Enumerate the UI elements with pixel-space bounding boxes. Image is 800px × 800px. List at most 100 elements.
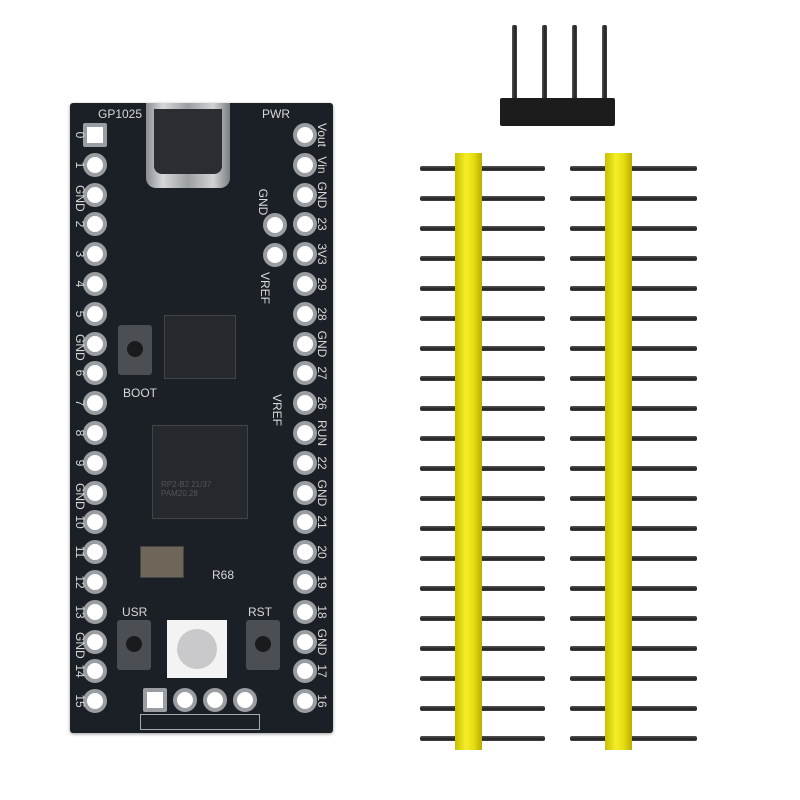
pin-hole-left [83, 391, 107, 416]
label-usr: USR [122, 605, 148, 619]
pin-label-left: GND [73, 333, 87, 361]
pin-hole-right [293, 123, 317, 147]
header-pin [570, 496, 697, 501]
pin-label-left: GND [73, 631, 87, 659]
pin-label-left: 15 [73, 694, 87, 708]
label-boot: BOOT [123, 386, 158, 400]
pin-label-left: 10 [73, 515, 87, 530]
user-button[interactable] [117, 620, 151, 670]
header-pin [570, 736, 697, 741]
bottom-pin-hole [203, 688, 227, 712]
header-pin [420, 676, 545, 681]
rgb-led [167, 620, 227, 678]
pin-hole-left [83, 361, 107, 386]
short-header-pin [512, 25, 517, 125]
pin-hole-left [83, 689, 107, 714]
pin-hole-right [293, 659, 317, 684]
header-pin [570, 586, 697, 591]
header-pin [570, 316, 697, 321]
pin-hole-right [293, 421, 317, 445]
pin-hole-right [293, 391, 317, 416]
header-pin [570, 226, 697, 231]
inner-pin-hole [263, 243, 287, 267]
pin-hole-right [293, 570, 317, 594]
label-r68: R68 [212, 568, 235, 582]
pin-hole-right [293, 599, 317, 624]
pin-hole-right [293, 540, 317, 565]
pin-hole-right [293, 242, 317, 267]
short-header-body [500, 98, 615, 126]
pin-label-left: 11 [73, 545, 87, 559]
pin-hole-left [83, 242, 107, 267]
header-pin [570, 196, 697, 201]
header-pin [570, 646, 697, 651]
pin-label-left: 8 [73, 429, 87, 437]
pin-hole-right [293, 212, 317, 237]
header-pin [420, 496, 545, 501]
header-pin [420, 226, 545, 231]
header-pin [420, 556, 545, 561]
pin-hole-right [293, 510, 317, 535]
header-pin [570, 706, 697, 711]
short-header-pin [542, 25, 547, 125]
pin-hole-right [293, 361, 317, 386]
reset-button[interactable] [246, 620, 280, 670]
pin-hole-left [83, 450, 107, 475]
header-pin [420, 736, 545, 741]
header-pin [420, 166, 545, 171]
boot-button[interactable] [118, 325, 152, 375]
flash-chip [164, 315, 236, 379]
pin-hole-left [83, 540, 107, 565]
header-pin [570, 616, 697, 621]
header-pin [570, 406, 697, 411]
label-rst: RST [248, 605, 272, 619]
chip-marking: RP2-B2 21/37 PAM20.28 [161, 480, 212, 498]
pin-hole-right [293, 272, 317, 296]
header-pin [570, 256, 697, 261]
header-pin [570, 166, 697, 171]
pin-hole-right [293, 331, 317, 356]
bottom-pin-hole [143, 688, 167, 712]
header-pin [570, 526, 697, 531]
label-gp1025: GP1025 [98, 107, 143, 121]
bottom-pin-hole [233, 688, 257, 712]
bottom-pin-hole [173, 688, 197, 712]
pin-hole-left [83, 659, 107, 684]
silkscreen-box [140, 714, 260, 730]
pin-label-left: 13 [73, 605, 87, 619]
header-pin [420, 316, 545, 321]
pin-label-left: 5 [73, 310, 87, 318]
pin-hole-right [293, 450, 317, 475]
inner-label: VREF [270, 393, 284, 426]
pin-hole-left [83, 331, 107, 356]
pin-label-left: 2 [73, 221, 87, 228]
pin-label-left: 1 [73, 161, 87, 169]
pin-label-left: 0 [73, 131, 87, 139]
crystal [140, 546, 184, 578]
header-pin [420, 436, 545, 441]
pin-hole-right [293, 152, 317, 177]
pin-hole-left [83, 123, 107, 147]
header-pin [570, 286, 697, 291]
inner-label: GND [256, 188, 270, 216]
header-pin [570, 556, 697, 561]
pin-label-left: GND [73, 184, 87, 212]
header-pin [420, 646, 545, 651]
header-pin [570, 466, 697, 471]
pin-hole-right [293, 629, 317, 654]
pin-hole-left [83, 570, 107, 594]
header-pin [420, 586, 545, 591]
pin-hole-right [293, 301, 317, 326]
pin-hole-left [83, 272, 107, 296]
microcontroller-board: GP1025 PWR RP2-B2 21/37 PAM20.28 BOOT US… [70, 103, 333, 733]
pin-label-right: 16 [315, 694, 329, 708]
header-pin [420, 406, 545, 411]
pin-hole-left [83, 480, 107, 505]
pin-label-left: 3 [73, 250, 87, 258]
header-pin [420, 196, 545, 201]
pin-hole-left [83, 510, 107, 535]
pin-label-left: 4 [73, 280, 87, 288]
pin-hole-left [83, 152, 107, 177]
rp2040-chip: RP2-B2 21/37 PAM20.28 [152, 425, 248, 519]
header-pin [570, 376, 697, 381]
